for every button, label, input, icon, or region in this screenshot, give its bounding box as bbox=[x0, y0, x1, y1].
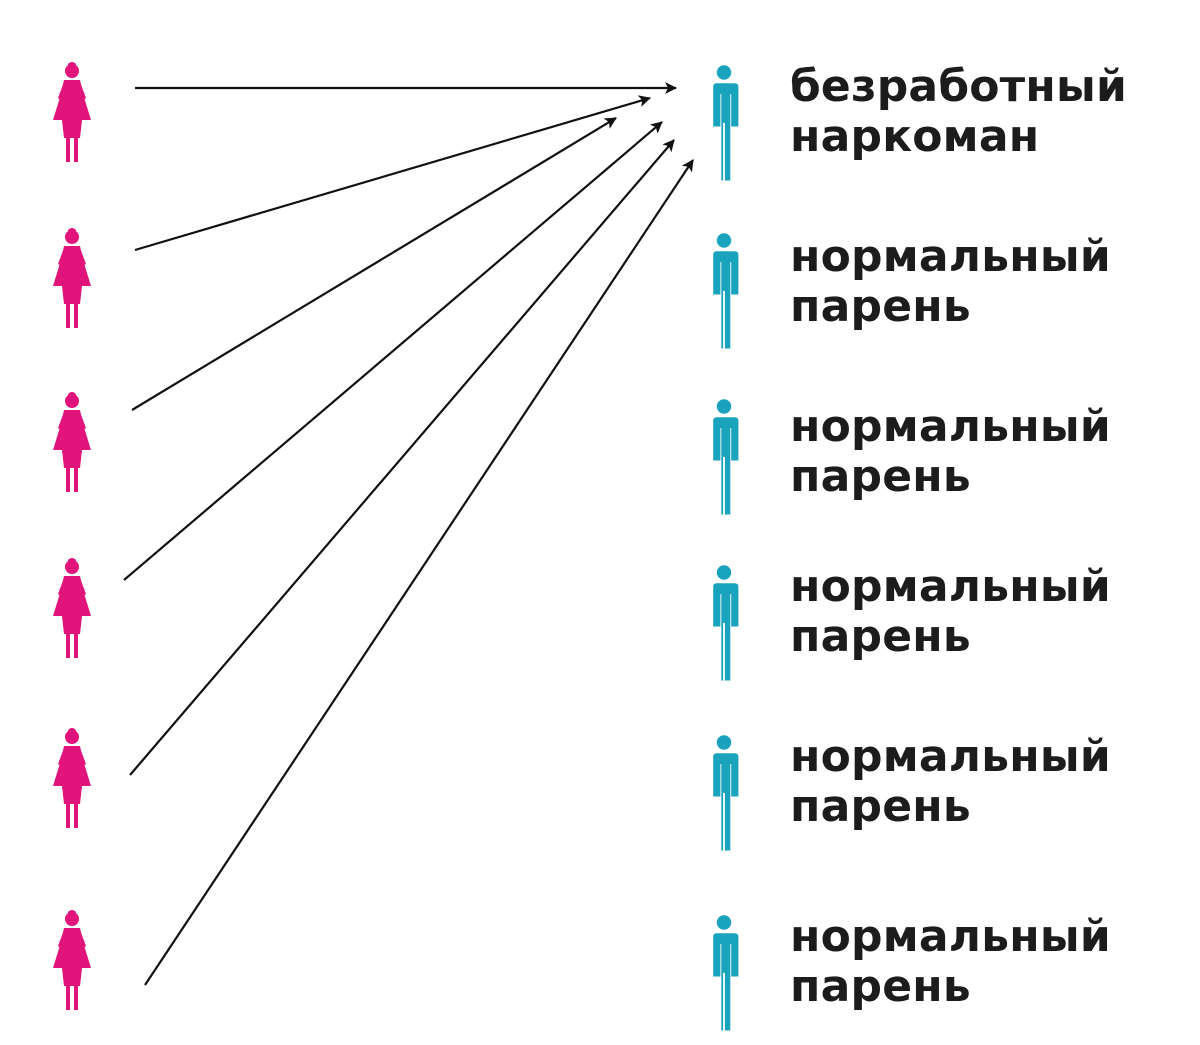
man-label-6: нормальный парень bbox=[790, 912, 1190, 1012]
woman-icon bbox=[53, 910, 91, 1010]
man-label-3: нормальный парень bbox=[790, 402, 1190, 502]
man-icon bbox=[712, 734, 740, 852]
arrow-woman-6-to-man-1 bbox=[144, 159, 694, 986]
arrows-layer bbox=[123, 82, 694, 986]
woman-icon bbox=[53, 228, 91, 328]
man-label-1: безработный наркоман bbox=[790, 62, 1190, 162]
man-label-6-line1: нормальный bbox=[790, 911, 1111, 962]
man-label-1-line2: наркоман bbox=[790, 111, 1040, 162]
man-label-3-line1: нормальный bbox=[790, 401, 1111, 452]
man-icon bbox=[712, 914, 740, 1032]
man-icon bbox=[712, 398, 740, 516]
man-label-2: нормальный парень bbox=[790, 232, 1190, 332]
man-label-5: нормальный парень bbox=[790, 732, 1190, 832]
woman-icon bbox=[53, 728, 91, 828]
man-label-1-line1: безработный bbox=[790, 61, 1127, 112]
man-label-6-line2: парень bbox=[790, 961, 971, 1012]
arrow-woman-2-to-man-1 bbox=[134, 95, 651, 252]
man-label-2-line1: нормальный bbox=[790, 231, 1111, 282]
arrow-woman-4-to-man-1 bbox=[123, 121, 663, 581]
women-column bbox=[53, 62, 91, 1010]
men-column bbox=[712, 64, 740, 1032]
arrow-woman-5-to-man-1 bbox=[129, 139, 675, 776]
man-label-2-line2: парень bbox=[790, 281, 971, 332]
woman-icon bbox=[53, 62, 91, 162]
man-label-4-line2: парень bbox=[790, 611, 971, 662]
man-icon bbox=[712, 64, 740, 182]
man-label-5-line2: парень bbox=[790, 781, 971, 832]
man-label-4: нормальный парень bbox=[790, 562, 1190, 662]
woman-icon bbox=[53, 392, 91, 492]
man-label-5-line1: нормальный bbox=[790, 731, 1111, 782]
man-label-3-line2: парень bbox=[790, 451, 971, 502]
man-icon bbox=[712, 564, 740, 682]
man-label-4-line1: нормальный bbox=[790, 561, 1111, 612]
arrow-woman-3-to-man-1 bbox=[131, 117, 617, 411]
woman-icon bbox=[53, 558, 91, 658]
man-icon bbox=[712, 232, 740, 350]
